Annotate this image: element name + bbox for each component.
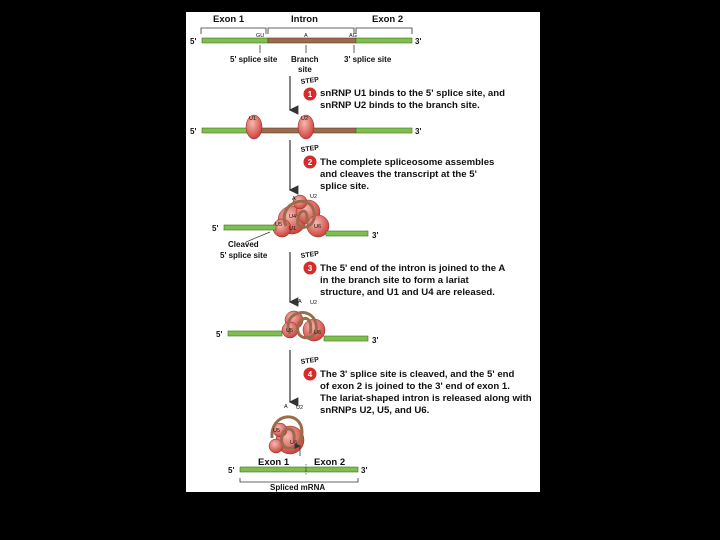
step-number-3: 3 xyxy=(308,264,313,273)
step-circle-4 xyxy=(303,367,317,381)
splicing-figure: Exon 1 Intron Exon 2 5' 3' GU A AG 5' sp… xyxy=(186,12,540,492)
exon2-bar-bottom xyxy=(305,466,359,473)
exon2-bar-row2 xyxy=(355,127,413,134)
bracket-intron xyxy=(267,27,355,34)
exon1-bar-row3 xyxy=(223,224,277,231)
label-branch-2: site xyxy=(298,65,312,74)
step-number-2: 2 xyxy=(308,158,313,167)
spliceosome-complex xyxy=(272,194,330,238)
ag-mark: AG xyxy=(349,33,357,39)
splicing-diagram: Exon 1 Intron Exon 2 5' 3' GU A AG 5' sp… xyxy=(190,14,532,492)
label-intron-top: Intron xyxy=(291,14,318,25)
a-mark: A xyxy=(304,33,308,39)
exon2-bar-top xyxy=(355,37,413,44)
u6-label-row3: U6 xyxy=(314,224,321,230)
cleaved-label-2: 5' splice site xyxy=(220,251,268,260)
step-2-line-2: and cleaves the transcript at the 5' xyxy=(320,169,477,180)
five-prime-row3: 5' xyxy=(212,224,218,233)
caption-spliced-mrna: Spliced mRNA xyxy=(270,483,325,492)
step-4-line-4: snRNPs U2, U5, and U6. xyxy=(320,405,429,416)
step-4-line-3: The lariat-shaped intron is released alo… xyxy=(320,393,532,404)
label-branch-1: Branch xyxy=(291,55,319,64)
u6-label-row4: U6 xyxy=(314,330,321,336)
u6-label-row5: U6 xyxy=(290,440,297,446)
exon1-bar-row2 xyxy=(201,127,253,134)
u2-label-row4: U2 xyxy=(310,300,317,306)
u1-label-row2: U1 xyxy=(249,116,256,122)
label-exon1-bottom: Exon 1 xyxy=(258,457,290,468)
three-prime-top: 3' xyxy=(415,37,421,46)
step-word-3: STEP xyxy=(300,250,319,260)
step-number-4: 4 xyxy=(308,370,313,379)
u1-label-row3: U1 xyxy=(289,226,296,232)
three-prime-row4: 3' xyxy=(372,336,378,345)
step-4-line-2: of exon 2 is joined to the 3' end of exo… xyxy=(320,381,510,392)
step-3-line-2: in the branch site to form a lariat xyxy=(320,275,470,286)
step-3-line-3: structure, and U1 and U4 are released. xyxy=(320,287,495,298)
label-3-splice-site: 3' splice site xyxy=(344,55,392,64)
u5-label-row4: U5 xyxy=(286,328,293,334)
step-word-4: STEP xyxy=(300,356,319,366)
label-5-splice-site: 5' splice site xyxy=(230,55,278,64)
five-prime-row2: 5' xyxy=(190,127,196,136)
three-prime-row3: 3' xyxy=(372,231,378,240)
u4-label-row3: U4 xyxy=(289,214,296,220)
u2-label-row3: U2 xyxy=(310,194,317,200)
a-mark-row3: A xyxy=(292,196,296,202)
step-1-line-2: snRNP U2 binds to the branch site. xyxy=(320,100,480,111)
released-lariat xyxy=(268,415,305,455)
three-prime-bottom: 3' xyxy=(361,466,367,475)
three-prime-row2: 3' xyxy=(415,127,421,136)
label-exon1-top: Exon 1 xyxy=(213,14,245,25)
step-4-line-1: The 3' splice site is cleaved, and the 5… xyxy=(320,369,515,380)
step-number-1: 1 xyxy=(308,90,313,99)
step-3-line-1: The 5' end of the intron is joined to th… xyxy=(320,263,505,274)
five-prime-top: 5' xyxy=(190,37,196,46)
exon1-bar-row4 xyxy=(227,330,283,337)
step-circle-3 xyxy=(303,261,317,275)
step-word-1: STEP xyxy=(300,76,319,86)
step-1-line-1: snRNP U1 binds to the 5' splice site, an… xyxy=(320,88,505,99)
pointer-cleaved xyxy=(245,231,271,243)
step-2-line-1: The complete spliceosome assembles xyxy=(320,157,494,168)
bracket-exon2 xyxy=(355,27,413,34)
u5-label-row5: U5 xyxy=(273,428,280,434)
a-mark-row5: A xyxy=(284,404,288,410)
step-circle-2 xyxy=(303,155,317,169)
five-prime-row4: 5' xyxy=(216,330,222,339)
lariat-complex xyxy=(281,310,326,342)
a-mark-row4: A xyxy=(298,299,302,305)
step-2-line-3: splice site. xyxy=(320,181,369,192)
exon2-bar-row3 xyxy=(325,230,369,237)
label-exon2-top: Exon 2 xyxy=(372,14,403,25)
cleaved-label-1: Cleaved xyxy=(228,240,259,249)
label-exon2-bottom: Exon 2 xyxy=(314,457,345,468)
step-word-2: STEP xyxy=(300,144,319,154)
gu-mark: GU xyxy=(256,33,264,39)
u2-label-row2: U2 xyxy=(301,116,308,122)
five-prime-bottom: 5' xyxy=(228,466,234,475)
bracket-exon1 xyxy=(200,27,267,34)
exon2-bar-row4 xyxy=(323,335,369,342)
intron-bar-top xyxy=(267,37,357,44)
exon1-bar-bottom xyxy=(239,466,307,473)
u2-label-row5: U2 xyxy=(296,405,303,411)
bracket-mrna xyxy=(239,478,359,483)
u2-snrnp xyxy=(297,114,315,140)
u5-label-row3: U5 xyxy=(275,222,282,228)
u1-snrnp xyxy=(245,114,263,140)
step-circle-1 xyxy=(303,87,317,101)
